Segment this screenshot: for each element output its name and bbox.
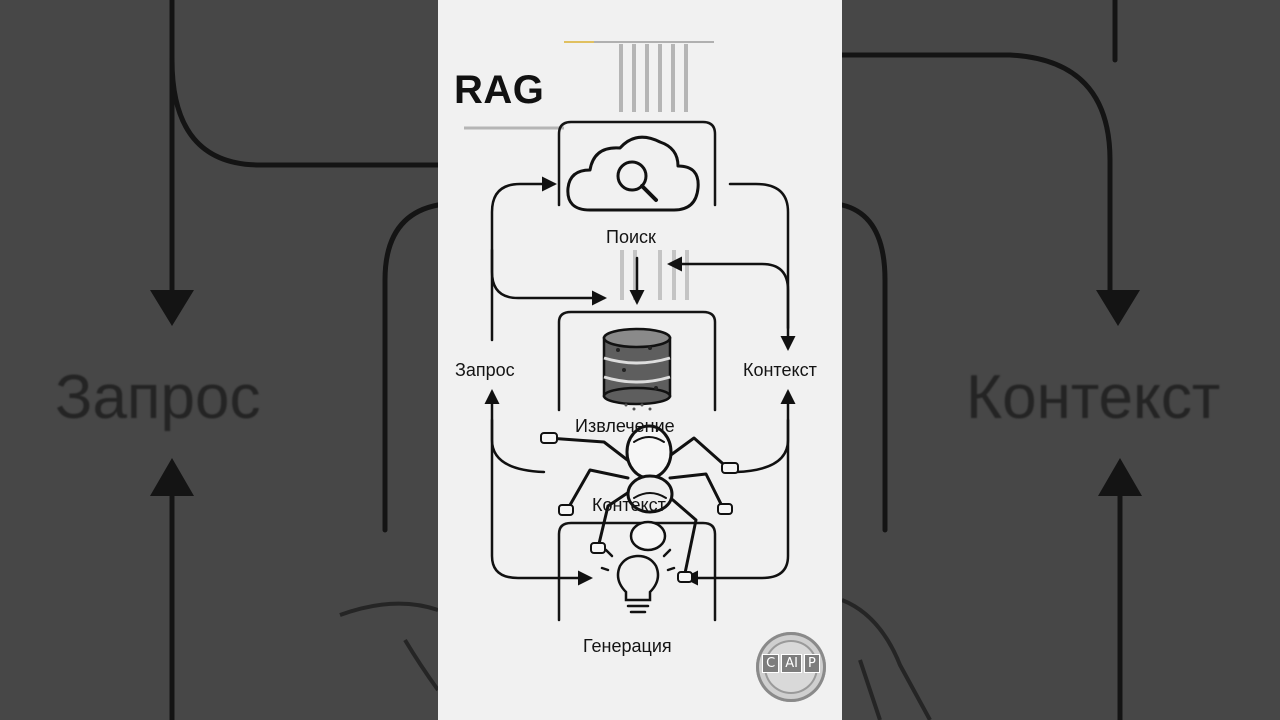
- rag-diagram: [464, 41, 796, 622]
- arrow-request-to-search: [490, 176, 557, 342]
- badge-letter-ai: AI: [781, 654, 802, 673]
- backdrop-label-context: Контекст: [966, 363, 1221, 432]
- node-label-search: Поиск: [606, 227, 656, 247]
- search-bracket: [557, 120, 717, 207]
- node-label-context-inner: Контекст: [592, 495, 666, 515]
- database-icon: [602, 327, 672, 411]
- arrow-extraction-to-context: [734, 389, 796, 474]
- diagram-panel: RAG Поиск Запрос Контекст Извлечение Кон…: [438, 0, 842, 720]
- cloud-search-icon: [566, 135, 700, 212]
- channel-logo-badge: C AI P: [756, 632, 826, 702]
- diagram-title: RAG: [454, 68, 545, 112]
- backdrop-label-request: Запрос: [55, 363, 261, 432]
- arrow-context-to-extraction: [667, 256, 790, 330]
- lightbulb-icon: [600, 548, 676, 614]
- arrow-request-to-extraction: [490, 248, 607, 306]
- node-label-generation: Генерация: [583, 636, 672, 656]
- top-decoration: [464, 41, 714, 130]
- node-label-context: Контекст: [743, 360, 817, 380]
- arrow-context-to-generation: [683, 418, 790, 586]
- node-label-extraction: Извлечение: [575, 416, 675, 436]
- arrow-search-to-context: [728, 182, 796, 351]
- node-label-request: Запрос: [455, 360, 515, 380]
- arrow-request-to-generation: [490, 418, 593, 586]
- generation-bracket: [557, 521, 717, 622]
- robot-spider-icon: [540, 424, 739, 583]
- badge-letter-c: C: [762, 654, 780, 673]
- decor-bars: [620, 250, 689, 300]
- extraction-bracket: [557, 310, 717, 412]
- arrow-extraction-to-request: [484, 389, 546, 474]
- badge-letter-p: P: [803, 654, 820, 673]
